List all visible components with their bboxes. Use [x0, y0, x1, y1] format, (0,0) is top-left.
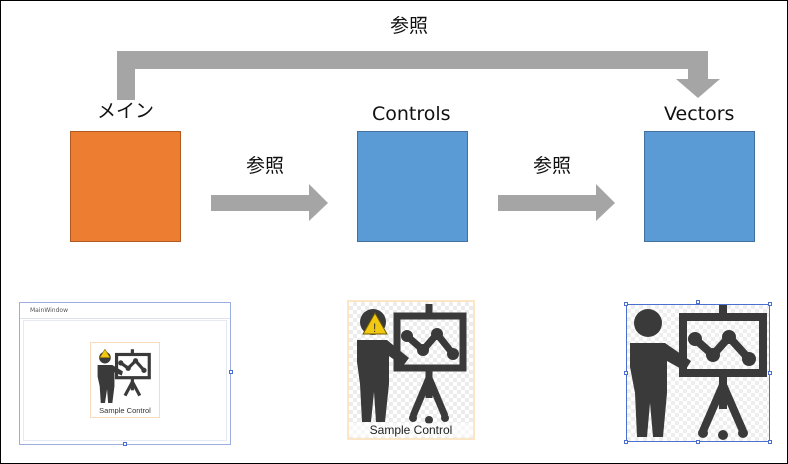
resize-handle[interactable] — [768, 371, 772, 375]
resize-handle[interactable] — [768, 302, 772, 306]
sample-control-preview-small: Sample Control — [90, 342, 160, 418]
presenter-icon — [97, 348, 151, 403]
window-content-area — [23, 320, 227, 441]
top-reference-label: 参照 — [390, 15, 429, 37]
controls-to-vectors-label: 参照 — [533, 155, 572, 177]
vectors-node-box — [644, 131, 755, 242]
resize-handle[interactable] — [624, 302, 628, 306]
main-node-label: メイン — [97, 100, 155, 122]
resize-handle[interactable] — [768, 440, 772, 444]
resize-handle[interactable] — [123, 442, 127, 446]
window-title: MainWindow — [20, 303, 230, 319]
main-to-controls-arrow — [211, 184, 328, 221]
presenter-icon: ! — [357, 304, 467, 424]
presenter-icon — [630, 305, 767, 440]
vector-icon-preview — [626, 304, 770, 442]
sample-control-preview-designer: ! Sample Control — [347, 300, 475, 440]
resize-handle[interactable] — [229, 370, 233, 374]
vectors-node-label: Vectors — [664, 103, 735, 125]
controls-to-vectors-arrow — [498, 184, 615, 221]
svg-text:!: ! — [373, 321, 376, 335]
resize-handle[interactable] — [696, 300, 700, 304]
sample-control-caption: Sample Control — [99, 406, 151, 415]
resize-handle[interactable] — [696, 440, 700, 444]
controls-node-label: Controls — [372, 103, 451, 125]
sample-control-caption: Sample Control — [349, 423, 473, 437]
main-to-controls-label: 参照 — [246, 155, 285, 177]
controls-node-box — [357, 131, 468, 242]
main-node-box — [70, 131, 181, 242]
resize-handle[interactable] — [624, 371, 628, 375]
resize-handle[interactable] — [624, 440, 628, 444]
